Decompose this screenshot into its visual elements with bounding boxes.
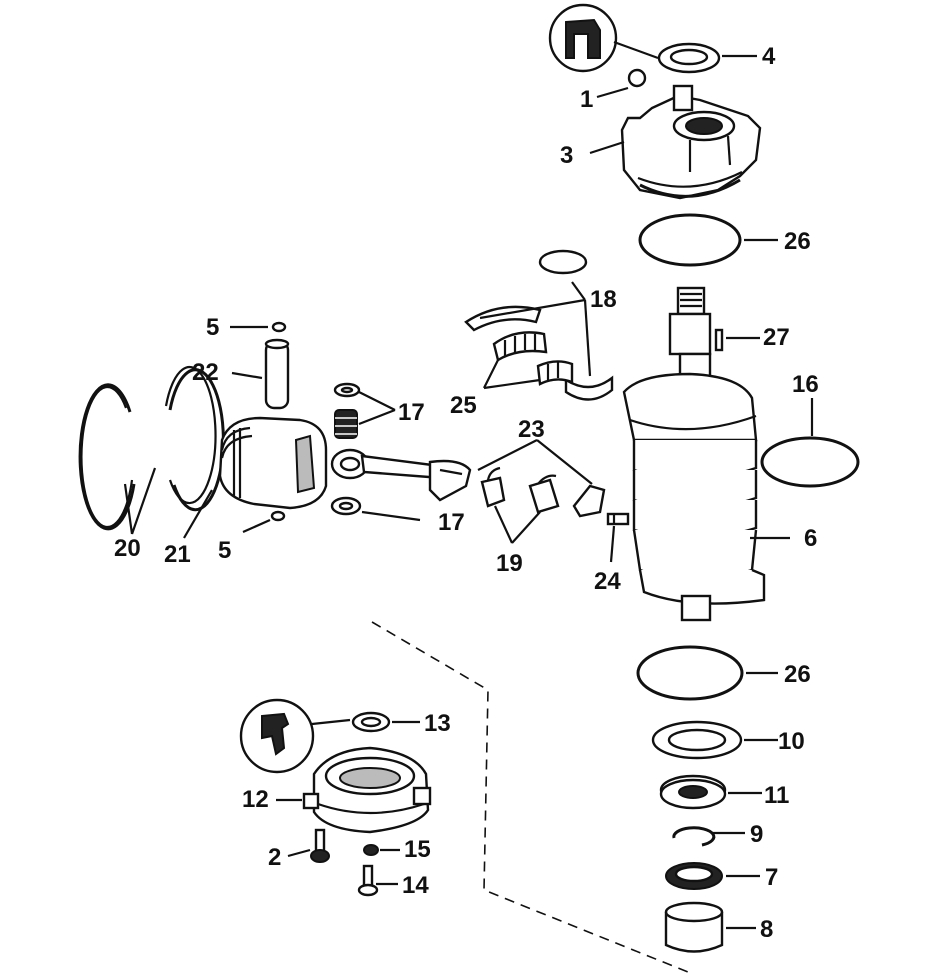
callout-10: 10: [778, 728, 805, 755]
callout-1: 1: [580, 86, 593, 113]
part-6-crankshaft: [622, 286, 790, 622]
callout-15: 15: [404, 836, 431, 863]
callout-18: 18: [590, 286, 617, 313]
part-16-retaining-ring: [760, 398, 860, 488]
callout-9: 9: [750, 821, 763, 848]
part-24-rod-screw: [606, 512, 630, 563]
connecting-rod: [330, 448, 472, 502]
callout-6: 6: [804, 525, 817, 552]
part-10-bearing-plate: [651, 720, 778, 760]
callout-26-lower: 26: [784, 661, 811, 688]
callout-22: 22: [192, 359, 219, 386]
part-18-retaining-ring: [538, 249, 588, 301]
part-22-piston-pin: [231, 338, 290, 410]
part-21-piston: [183, 416, 328, 539]
callout-5-lower: 5: [218, 537, 231, 564]
part-1-ball: [596, 68, 647, 99]
assembly-guide-dashed-line: [371, 621, 689, 973]
callout-13: 13: [424, 710, 451, 737]
part-7-seal: [665, 862, 760, 890]
part-13-seal: [351, 711, 420, 733]
part-25-needle-bearings: [483, 331, 574, 390]
part-26-o-ring-upper: [638, 213, 778, 267]
part-4-detail-inset: [548, 3, 659, 73]
part-15-nut: [363, 844, 400, 856]
part-13-detail-inset: [239, 698, 351, 774]
callout-5-upper: 5: [206, 314, 219, 341]
part-18-bearing-race-halves: [464, 298, 614, 401]
part-17-thrust-washer-upper: [333, 382, 361, 398]
callout-27: 27: [763, 324, 790, 351]
callout-8: 8: [760, 916, 773, 943]
callout-26-upper: 26: [784, 228, 811, 255]
callout-23: 23: [518, 416, 545, 443]
part-12-lower-bearing-housing: [276, 746, 432, 834]
part-8-sleeve: [664, 901, 756, 953]
part-14-stud-screw: [357, 864, 398, 897]
callout-21: 21: [164, 541, 191, 568]
part-11-ball-bearing: [659, 774, 762, 810]
callout-2: 2: [268, 844, 281, 871]
part-17-thrust-washer-lower: [330, 496, 421, 522]
callout-19: 19: [496, 550, 523, 577]
part-5-clip-lower: [242, 510, 286, 534]
part-17-needle-bearing: [334, 391, 396, 439]
callout-11: 11: [764, 782, 789, 809]
callout-4: 4: [762, 43, 776, 70]
part-20-piston-rings: [78, 365, 225, 535]
part-2-screw: [287, 828, 330, 863]
part-4-seal: [657, 42, 757, 74]
callout-25: 25: [450, 392, 477, 419]
part-3-upper-bearing-housing: [589, 84, 762, 200]
part-27-key: [714, 328, 760, 352]
part-23-rod-cap: [477, 439, 606, 518]
part-9-snap-ring: [672, 826, 745, 847]
part-5-clip-upper: [230, 321, 287, 333]
callout-16: 16: [792, 371, 819, 398]
callout-7: 7: [765, 864, 778, 891]
part-26-o-ring-lower: [636, 645, 778, 701]
callout-24: 24: [594, 568, 621, 595]
callout-17-upper: 17: [398, 399, 425, 426]
part-19-rod-bearing-halves: [480, 466, 560, 544]
callout-14: 14: [402, 872, 429, 899]
callout-17-lower: 17: [438, 509, 465, 536]
callout-3: 3: [560, 142, 573, 169]
callout-20: 20: [114, 535, 141, 562]
callout-12: 12: [242, 786, 269, 813]
